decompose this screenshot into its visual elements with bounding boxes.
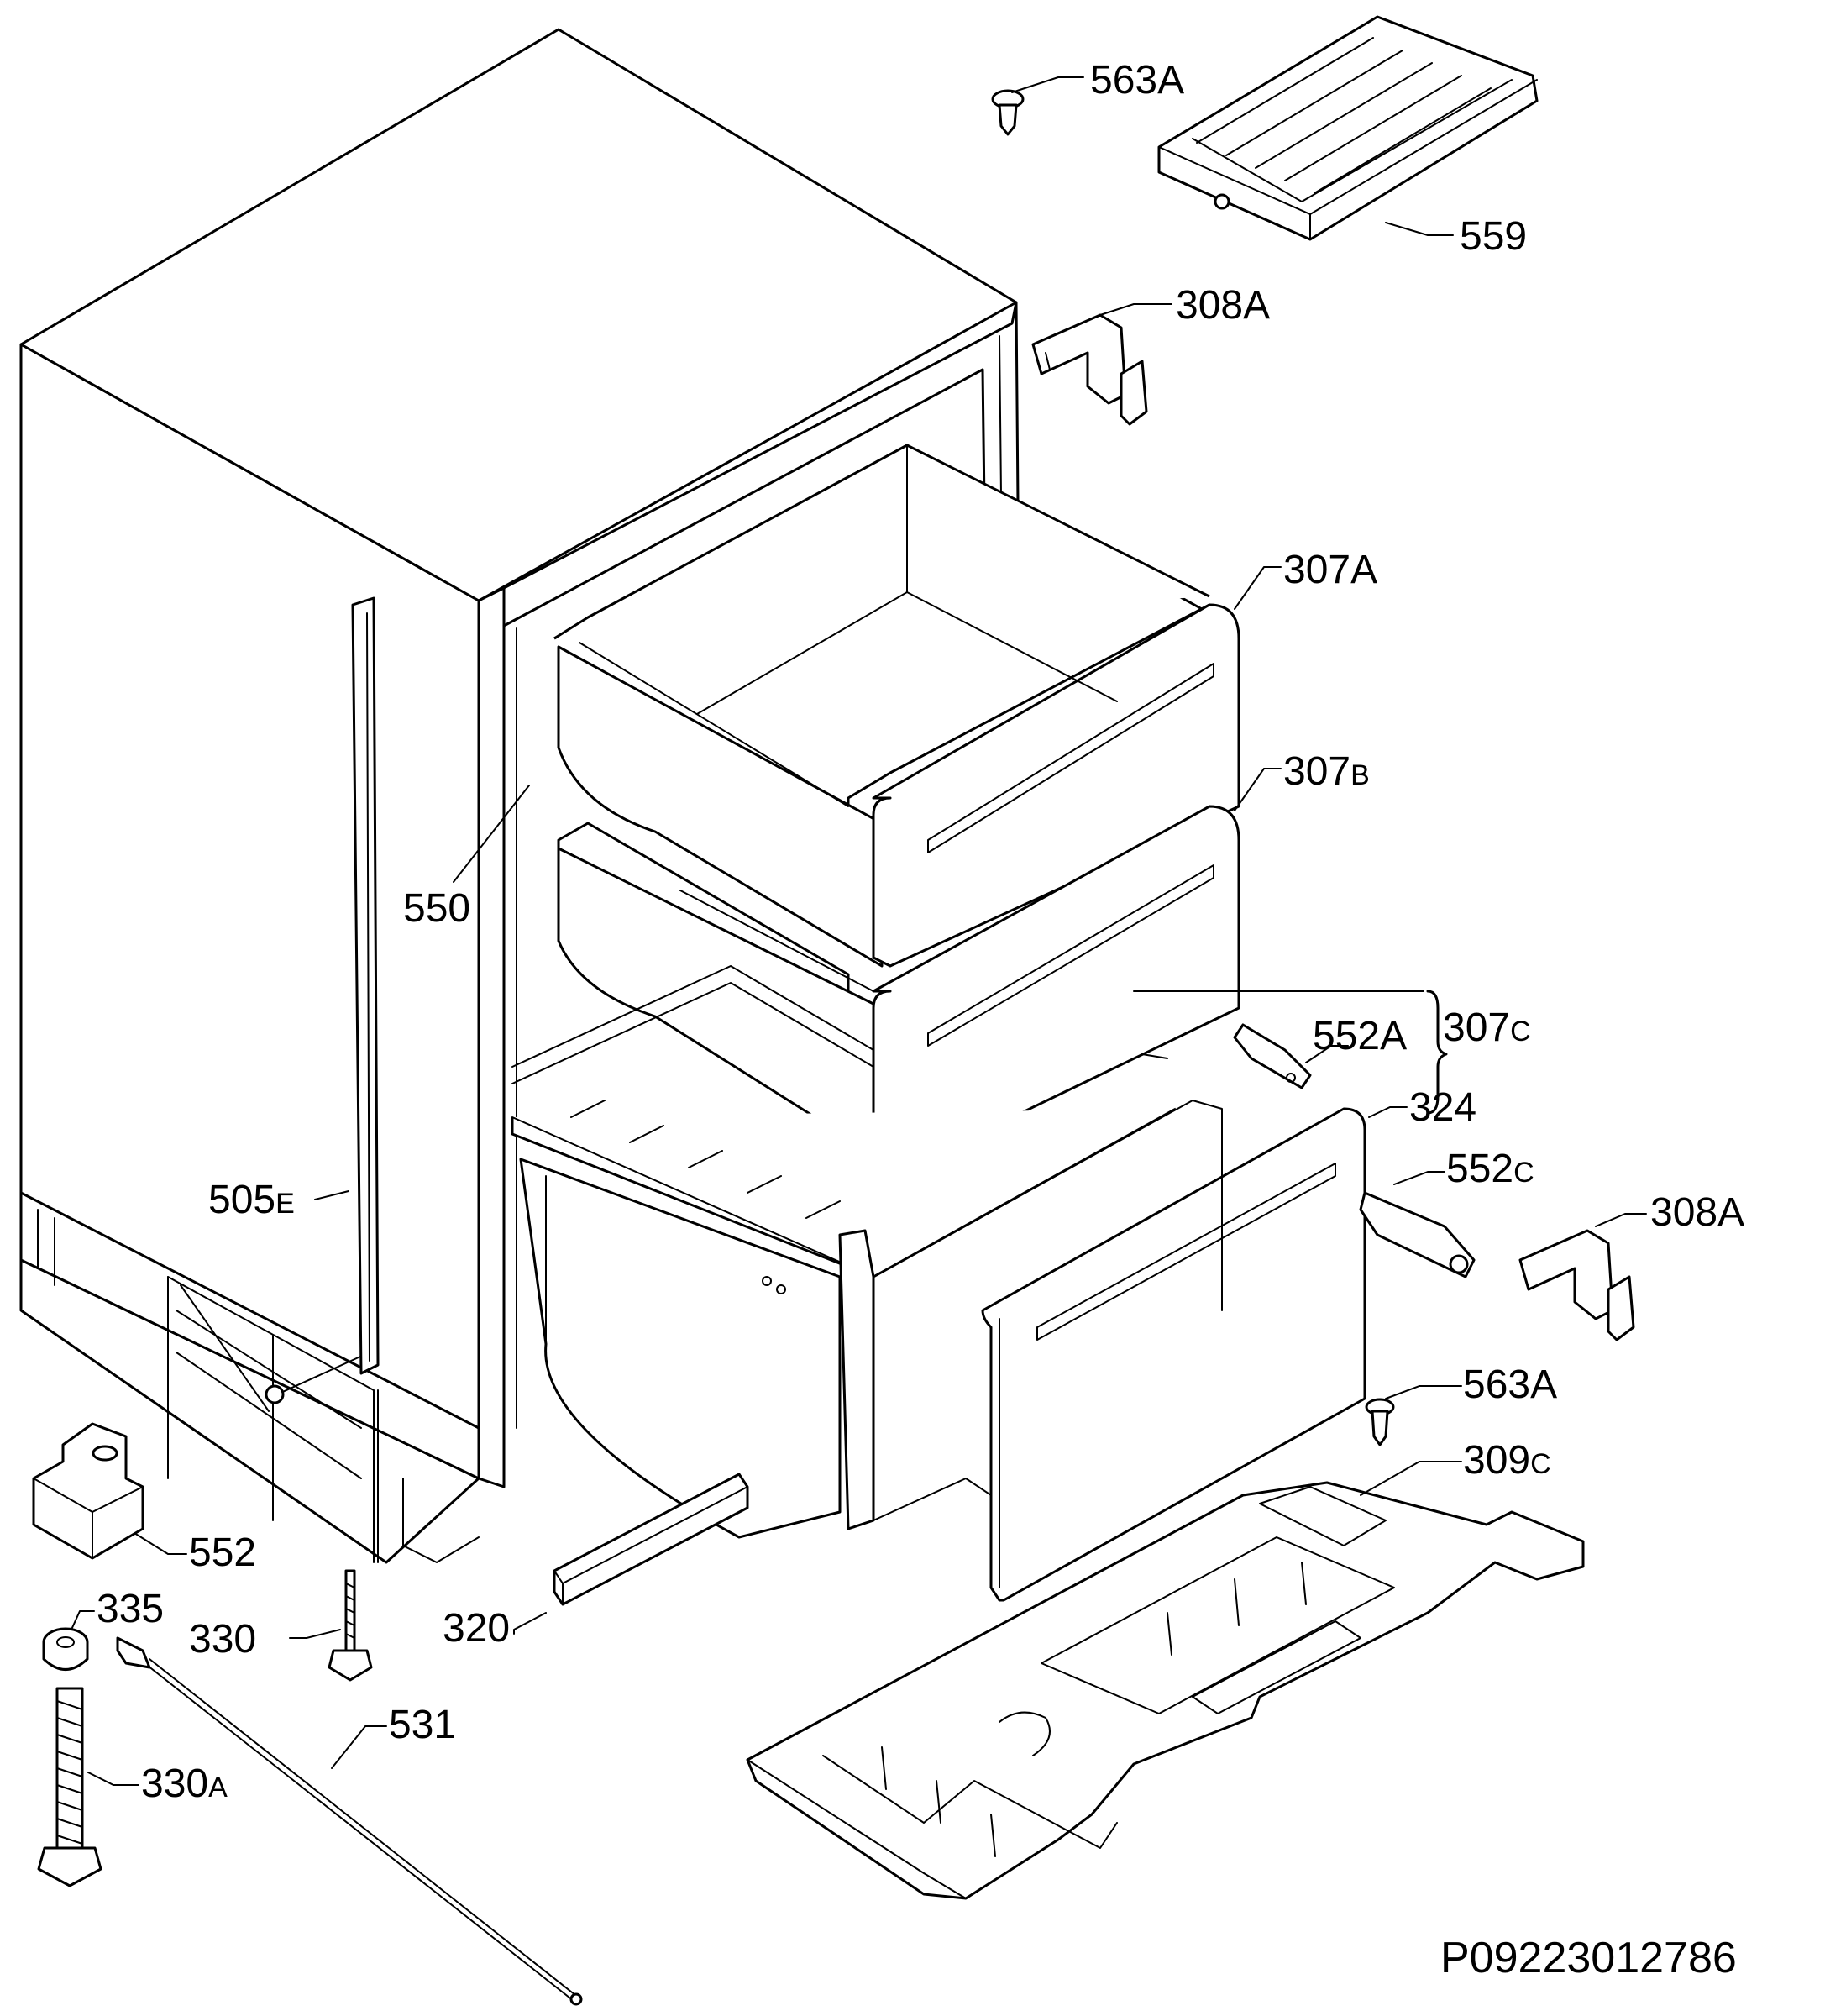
base-tray-309c [746,1481,1585,1900]
label-550: 550 [403,886,471,931]
rail-552a [1233,1023,1312,1089]
label-552a: 552A [1313,1014,1408,1058]
wheel-335 [42,1627,89,1671]
hinge-308a-right [1518,1229,1635,1341]
label-324: 324 [1409,1085,1477,1130]
foot-330a [37,1687,102,1887]
screw-563a-top [991,89,1025,136]
label-563a-top: 563A [1090,58,1185,102]
label-309c: 309C [1463,1438,1551,1483]
cabinet [19,28,1020,1564]
hinge-308a-top [1031,313,1148,426]
label-552: 552 [189,1530,257,1575]
label-320: 320 [443,1606,511,1651]
bracket-552 [32,1422,144,1560]
label-330a: 330A [141,1761,228,1806]
cover-559 [1157,15,1539,241]
label-307a: 307A [1283,548,1378,592]
label-552c: 552C [1446,1147,1534,1191]
label-307b: 307B [1283,749,1370,794]
rail-552c [1359,1191,1476,1278]
label-330: 330 [189,1617,257,1662]
rod-531 [116,1636,583,2006]
leader-lines [71,76,1647,1786]
label-563a-bottom: 563A [1463,1362,1558,1407]
screw-563a-bottom [1365,1398,1395,1446]
trim-320 [553,1473,749,1606]
label-308a-right: 308A [1650,1190,1745,1235]
foot-330 [328,1569,373,1682]
label-531: 531 [389,1703,457,1747]
diagram-code: P09223012786 [1440,1934,1737,1982]
drawer-307b [557,805,1240,1178]
drawer-307a [553,444,1240,968]
label-559: 559 [1460,214,1528,259]
label-308a-top: 308A [1176,283,1271,328]
label-335: 335 [97,1587,165,1631]
drawer-307c [511,965,1366,1602]
label-307c: 307C [1443,1005,1531,1050]
label-505e: 505E [208,1178,295,1222]
